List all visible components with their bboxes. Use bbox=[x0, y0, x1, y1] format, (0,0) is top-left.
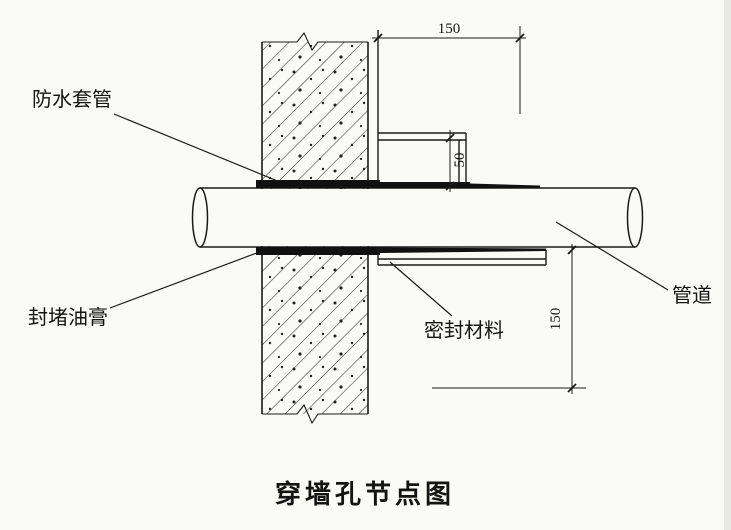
leader-waterproof-sleeve bbox=[113, 113, 281, 183]
scan-edge-shadow bbox=[724, 0, 731, 530]
dim-gap-value: 50 bbox=[452, 153, 468, 168]
wall-top-break-line bbox=[262, 31, 368, 52]
sleeve-bottom-band bbox=[256, 247, 380, 255]
label-pipe: 管道 bbox=[672, 284, 712, 307]
sleeve-top-band bbox=[256, 180, 380, 188]
dimension-right: 150 bbox=[432, 244, 586, 394]
wall-bottom-break-line bbox=[262, 403, 368, 425]
sealing-material-shape bbox=[368, 182, 547, 266]
leader-sealing-material bbox=[389, 261, 453, 317]
pipe-shape bbox=[191, 187, 644, 248]
seal-under-collar bbox=[368, 182, 470, 188]
label-sealing-paste: 封堵油膏 bbox=[28, 306, 108, 329]
leader-pipe bbox=[555, 221, 669, 291]
leader-sealing-paste bbox=[109, 250, 263, 309]
pipe-right-cap bbox=[626, 187, 644, 248]
dim-right-tick-bottom bbox=[567, 383, 577, 393]
dim-top-value: 150 bbox=[438, 21, 461, 37]
dim-gap-tick-top bbox=[445, 133, 455, 143]
pipe-body bbox=[198, 189, 638, 246]
waterproof-sleeve-shape bbox=[256, 30, 467, 255]
label-waterproof-sleeve: 防水套管 bbox=[32, 88, 112, 111]
dim-right-value: 150 bbox=[548, 308, 564, 331]
dim-gap-tick-bottom bbox=[445, 181, 455, 191]
dimension-collar-gap: 50 bbox=[445, 130, 468, 192]
seal-taper-bottom bbox=[380, 247, 546, 253]
leader-lines bbox=[109, 113, 669, 317]
dim-top-tick-right bbox=[515, 33, 525, 43]
pipe-left-cap bbox=[191, 187, 209, 248]
dimension-top: 150 bbox=[372, 21, 526, 114]
diagram-title: 穿墙孔节点图 bbox=[275, 479, 455, 509]
seal-taper-top bbox=[470, 183, 540, 188]
dim-top-tick-left bbox=[373, 33, 383, 43]
dim-right-tick-top bbox=[567, 245, 577, 255]
label-sealing-material: 密封材料 bbox=[424, 319, 504, 342]
